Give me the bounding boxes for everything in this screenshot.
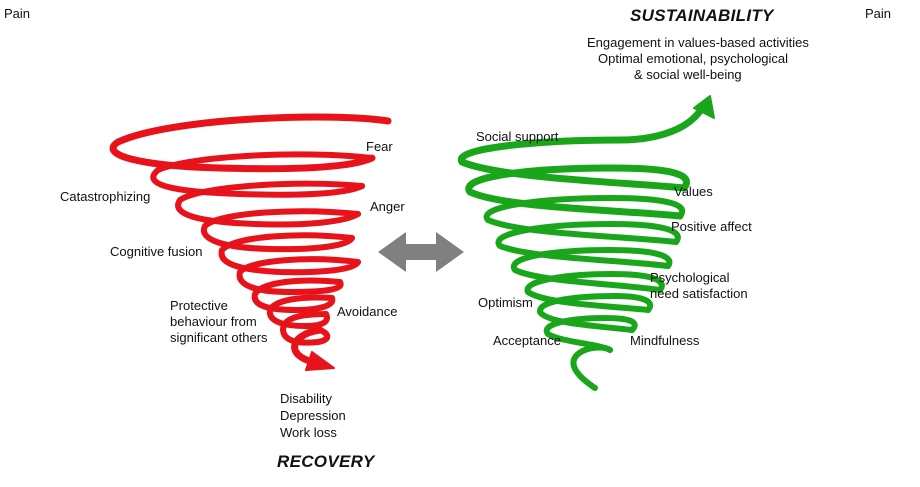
red-spiral <box>109 113 392 371</box>
double-arrow-icon <box>378 232 464 272</box>
red-spiral-band-7 <box>251 277 343 313</box>
top-text-line-1: Engagement in values-based activities <box>587 35 809 50</box>
label-cognitive-fusion: Cognitive fusion <box>110 244 203 259</box>
green-spiral-band-7 <box>465 164 690 220</box>
red-spiral-band-3 <box>175 180 365 228</box>
label-social-support: Social support <box>476 129 559 144</box>
green-spiral-band-4 <box>510 247 673 293</box>
green-spiral-arrowhead <box>693 95 715 119</box>
green-spiral-band-6 <box>483 195 685 245</box>
red-spiral-band-4 <box>200 208 361 253</box>
label-optimism: Optimism <box>478 295 533 310</box>
red-spiral-band-2 <box>150 151 375 198</box>
label-positive-affect: Positive affect <box>671 219 752 234</box>
label-avoidance: Avoidance <box>337 304 398 319</box>
red-spiral-band-6 <box>236 256 361 295</box>
label-values: Values <box>674 184 713 199</box>
label-mindfulness: Mindfulness <box>630 333 700 348</box>
red-spiral-band-1 <box>109 113 392 173</box>
red-spiral-band-8 <box>266 294 335 329</box>
recovery-title: RECOVERY <box>277 452 375 471</box>
label-fear: Fear <box>366 139 393 154</box>
sustainability-title: SUSTAINABILITY <box>630 6 774 25</box>
top-text-line-3: & social well-being <box>634 67 742 82</box>
top-text-line-2: Optimal emotional, psychological <box>598 51 789 66</box>
green-spiral-band-3 <box>524 271 665 313</box>
label-anger: Anger <box>370 199 405 214</box>
green-spiral-band-5 <box>495 221 681 269</box>
corner-label-left: Pain <box>4 6 31 21</box>
corner-label-right: Pain <box>865 6 892 21</box>
green-spiral-tail <box>570 344 613 391</box>
label-acceptance: Acceptance <box>493 333 561 348</box>
red-spiral-arrowhead <box>305 351 335 371</box>
label-outcomes: Disability Depression Work loss <box>280 391 346 440</box>
label-psychological-need: Psychological need satisfaction <box>650 270 748 301</box>
green-spiral-band-8 <box>457 104 706 192</box>
green-spiral <box>457 95 715 391</box>
label-catastrophizing: Catastrophizing <box>60 189 151 204</box>
label-protective-behaviour: Protective behaviour from significant ot… <box>170 298 268 345</box>
red-spiral-band-5 <box>218 232 361 276</box>
